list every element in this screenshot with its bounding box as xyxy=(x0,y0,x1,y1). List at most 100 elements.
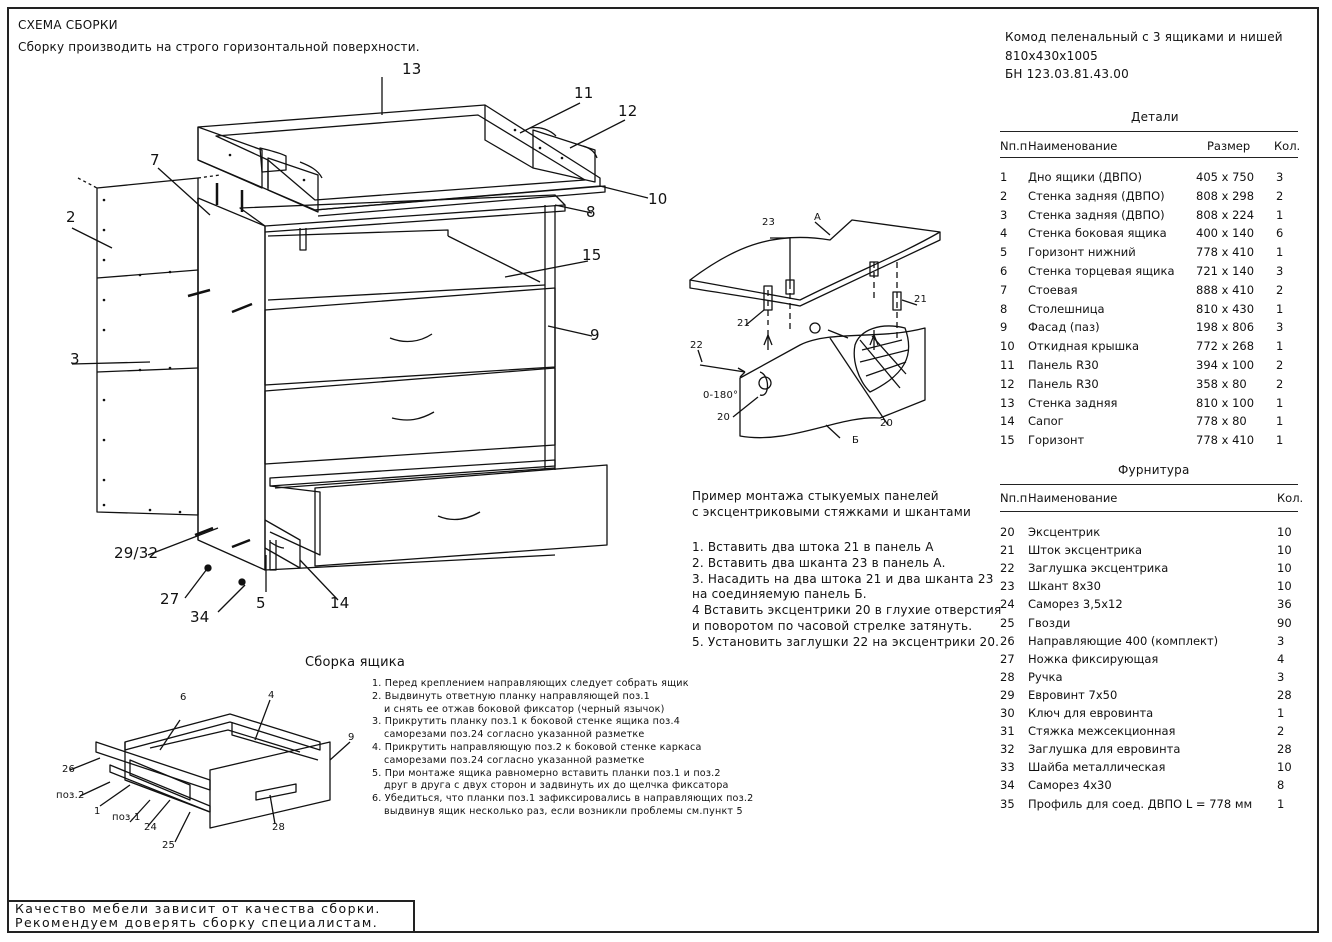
label-11: 11 xyxy=(574,84,594,102)
hardware-number: 28 xyxy=(1000,669,1015,684)
hardware-qty: 28 xyxy=(1277,687,1292,702)
hardware-qty: 10 xyxy=(1277,561,1292,576)
part-number: 15 xyxy=(1000,433,1015,448)
joining-label-21b: 21 xyxy=(914,294,928,305)
joining-step: и поворотом по часовой стрелке затянуть. xyxy=(692,619,973,633)
joining-step: 4 Вставить эксцентрики 20 в глухие отвер… xyxy=(692,603,1002,618)
part-size: 405 x 750 xyxy=(1196,170,1255,184)
part-size: 808 x 298 xyxy=(1196,188,1255,203)
part-qty: 2 xyxy=(1276,376,1284,391)
hardware-name: Профиль для соед. ДВПО L = 778 мм xyxy=(1028,796,1253,811)
joining-step: 2. Вставить два шканта 23 в панель А. xyxy=(692,555,946,570)
part-size: 778 x 80 xyxy=(1196,414,1247,429)
part-size: 778 x 410 xyxy=(1196,245,1255,260)
hardware-table-title: Фурнитура xyxy=(1118,463,1190,477)
hardware-number: 33 xyxy=(1000,760,1015,775)
drawer-step: саморезами поз.24 согласно указанной раз… xyxy=(384,754,645,766)
label-5: 5 xyxy=(256,594,266,612)
joining-label-20a: 20 xyxy=(717,412,731,423)
part-size: 888 x 410 xyxy=(1196,282,1255,297)
part-qty: 1 xyxy=(1276,414,1284,429)
main-leaders xyxy=(71,77,649,613)
drawer-step: 1. Перед креплением направляющих следует… xyxy=(372,678,689,689)
product-code: БН 123.03.81.43.00 xyxy=(1005,67,1129,81)
hardware-name: Гвозди xyxy=(1028,615,1071,630)
part-number: 1 xyxy=(1000,170,1008,184)
drawer-label-9: 9 xyxy=(348,732,355,743)
drawer-step: 5. При монтаже ящика равномерно вставить… xyxy=(372,767,721,779)
drawing-frame xyxy=(7,7,1319,933)
part-qty: 1 xyxy=(1276,245,1284,260)
hardware-name: Эксцентрик xyxy=(1028,525,1101,539)
part-name: Панель R30 xyxy=(1028,376,1099,391)
hardware-table-header-rule xyxy=(1000,511,1298,512)
label-8: 8 xyxy=(586,203,596,221)
label-7: 7 xyxy=(150,151,160,169)
hardware-number: 29 xyxy=(1000,687,1015,702)
drawer-step: саморезами поз.24 согласно указанной раз… xyxy=(384,729,645,741)
part-name: Горизонт xyxy=(1028,433,1085,448)
hardware-number: 27 xyxy=(1000,651,1015,666)
part-name: Откидная крышка xyxy=(1028,339,1140,354)
hardware-qty: 3 xyxy=(1277,669,1285,684)
hardware-qty: 1 xyxy=(1277,796,1285,811)
scheme-title: СХЕМА СБОРКИ xyxy=(18,18,118,32)
hardware-number: 26 xyxy=(1000,633,1015,648)
part-qty: 1 xyxy=(1276,339,1284,354)
joining-label-22: 22 xyxy=(690,340,704,351)
drawer-label-4: 4 xyxy=(268,690,275,701)
hardware-qty: 4 xyxy=(1277,651,1285,666)
label-10: 10 xyxy=(648,190,668,208)
hardware-number: 34 xyxy=(1000,778,1015,793)
part-number: 7 xyxy=(1000,282,1008,297)
hardware-name: Ручка xyxy=(1028,669,1063,684)
hardware-number: 32 xyxy=(1000,742,1015,757)
drawer-step: 3. Прикрутить планку поз.1 к боковой сте… xyxy=(372,716,680,728)
hardware-qty: 2 xyxy=(1277,724,1285,739)
hardware-name: Ключ для евровинта xyxy=(1028,706,1154,720)
part-size: 721 x 140 xyxy=(1196,264,1255,278)
part-number: 14 xyxy=(1000,414,1015,429)
product-name: Комод пеленальный с 3 ящиками и нишей xyxy=(1005,30,1283,44)
drawer-step: 4. Прикрутить направляющую поз.2 к боков… xyxy=(372,742,702,753)
hardware-number: 21 xyxy=(1000,543,1015,558)
hardware-number: 24 xyxy=(1000,597,1015,612)
hardware-number: 23 xyxy=(1000,579,1015,594)
part-number: 12 xyxy=(1000,376,1015,391)
parts-col-name: Наименование xyxy=(1028,139,1118,153)
hardware-qty: 10 xyxy=(1277,579,1292,594)
parts-col-num: Nп.п xyxy=(1000,139,1028,153)
hardware-name: Саморез 4x30 xyxy=(1028,778,1112,793)
hardware-qty: 36 xyxy=(1277,597,1292,612)
footer-line-1: Качество мебели зависит от качества сбор… xyxy=(15,901,381,916)
part-number: 6 xyxy=(1000,264,1008,278)
part-qty: 3 xyxy=(1276,264,1284,278)
drawer-label-24: 24 xyxy=(144,822,158,833)
carcass xyxy=(264,205,608,571)
part-number: 3 xyxy=(1000,207,1008,222)
hardware-name: Шайба металлическая xyxy=(1028,760,1166,775)
part-qty: 3 xyxy=(1276,170,1284,184)
side-panel xyxy=(197,197,266,571)
part-number: 4 xyxy=(1000,226,1008,241)
part-qty: 1 xyxy=(1276,395,1284,410)
label-12: 12 xyxy=(618,102,638,120)
parts-col-size: Размер xyxy=(1207,139,1251,153)
hardware-name: Саморез 3,5x12 xyxy=(1028,597,1123,612)
part-qty: 6 xyxy=(1276,226,1284,241)
footer-line-2: Рекомендуем доверять сборку специалистам… xyxy=(15,915,379,930)
part-size: 400 x 140 xyxy=(1196,226,1255,241)
part-name: Стенка боковая ящика xyxy=(1028,226,1167,241)
drawer-step: 6. Убедиться, что планки поз.1 зафиксиро… xyxy=(372,793,754,805)
label-29-32: 29/32 xyxy=(114,544,159,562)
part-size: 358 x 80 xyxy=(1196,376,1247,391)
part-name: Дно ящики (ДВПО) xyxy=(1028,170,1143,184)
parts-table-title: Детали xyxy=(1131,110,1179,124)
part-number: 10 xyxy=(1000,339,1015,354)
part-qty: 1 xyxy=(1276,207,1284,222)
drawer-label-poz2: поз.2 xyxy=(56,790,85,801)
joining-step: 5. Установить заглушки 22 на эксцентрики… xyxy=(692,634,1000,649)
drawer-step: друг в друга с двух сторон и задвинуть и… xyxy=(384,780,729,792)
part-number: 5 xyxy=(1000,245,1008,260)
joining-title-2: с эксцентриковыми стяжками и шкантами xyxy=(692,505,971,519)
